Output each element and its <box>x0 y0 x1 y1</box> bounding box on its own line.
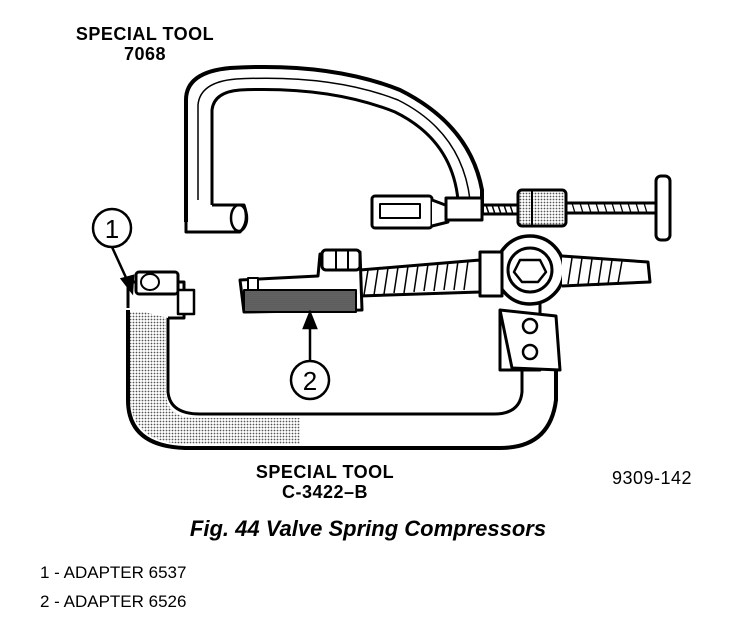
special-tool-7068-label: SPECIAL TOOL 7068 <box>50 24 240 64</box>
callout-1 <box>91 207 135 296</box>
label-line: SPECIAL TOOL <box>255 462 395 482</box>
label-line: SPECIAL TOOL <box>75 24 215 44</box>
figure-id: 9309-142 <box>612 468 693 488</box>
label-line: C-3422–B <box>281 482 369 502</box>
label-line: 7068 <box>123 44 167 64</box>
legend-item: 2 - ADAPTER 6526 <box>40 592 187 611</box>
callout-1-number: 1 <box>105 214 119 244</box>
special-tool-7068 <box>184 64 672 242</box>
figure-caption: Fig. 44 Valve Spring Compressors <box>189 516 547 541</box>
special-tool-c3422b <box>126 234 652 450</box>
callout-2 <box>289 309 331 401</box>
legend-item: 1 - ADAPTER 6537 <box>40 563 187 582</box>
special-tool-c3422b-label: SPECIAL TOOL C-3422–B <box>225 462 425 502</box>
callout-2-number: 2 <box>303 366 317 396</box>
